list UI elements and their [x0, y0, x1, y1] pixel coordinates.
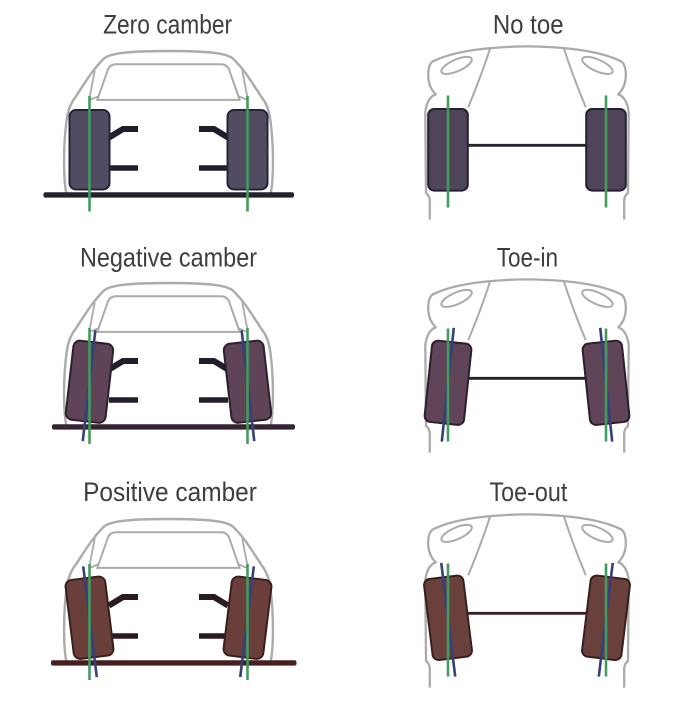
- svg-text:Toe-in: Toe-in: [497, 243, 558, 273]
- svg-text:Zero camber: Zero camber: [103, 10, 232, 40]
- svg-text:Toe-out: Toe-out: [490, 477, 568, 507]
- svg-text:Positive camber: Positive camber: [83, 477, 257, 507]
- svg-text:Negative camber: Negative camber: [80, 243, 257, 273]
- svg-text:No toe: No toe: [493, 10, 564, 40]
